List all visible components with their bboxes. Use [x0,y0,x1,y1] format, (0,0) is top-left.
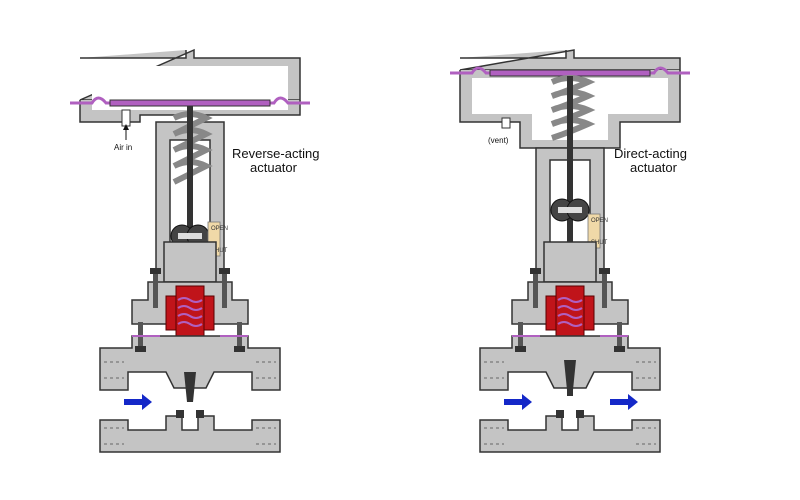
reverse-acting-title: Reverse-acting [232,146,319,161]
actuator-spring [550,75,596,141]
valve-plug [564,360,576,390]
diaphragm-casing [459,49,681,71]
flow-arrow-in [504,394,532,410]
valve-plug [184,372,196,402]
flow-arrow-out [610,394,638,410]
direct-acting-title: Direct-acting [614,146,687,161]
air-in-label: Air in [114,143,132,152]
flow-arrow-in [124,394,152,410]
scale-open-label: OPEN [591,218,608,224]
direct-acting-subtitle: actuator [630,160,678,175]
vent-label: (vent) [488,136,509,145]
scale-shut-label: SHUT [211,248,228,254]
direct-acting-valve: (vent) OPEN SHUT [450,49,690,453]
valve-stem [567,76,573,396]
reverse-acting-subtitle: actuator [250,160,298,175]
reverse-acting-valve: Air in OPEN SHUT [70,48,310,453]
actuator-spring [172,111,213,185]
scale-shut-label: SHUT [591,240,608,246]
scale-open-label: OPEN [211,226,228,232]
